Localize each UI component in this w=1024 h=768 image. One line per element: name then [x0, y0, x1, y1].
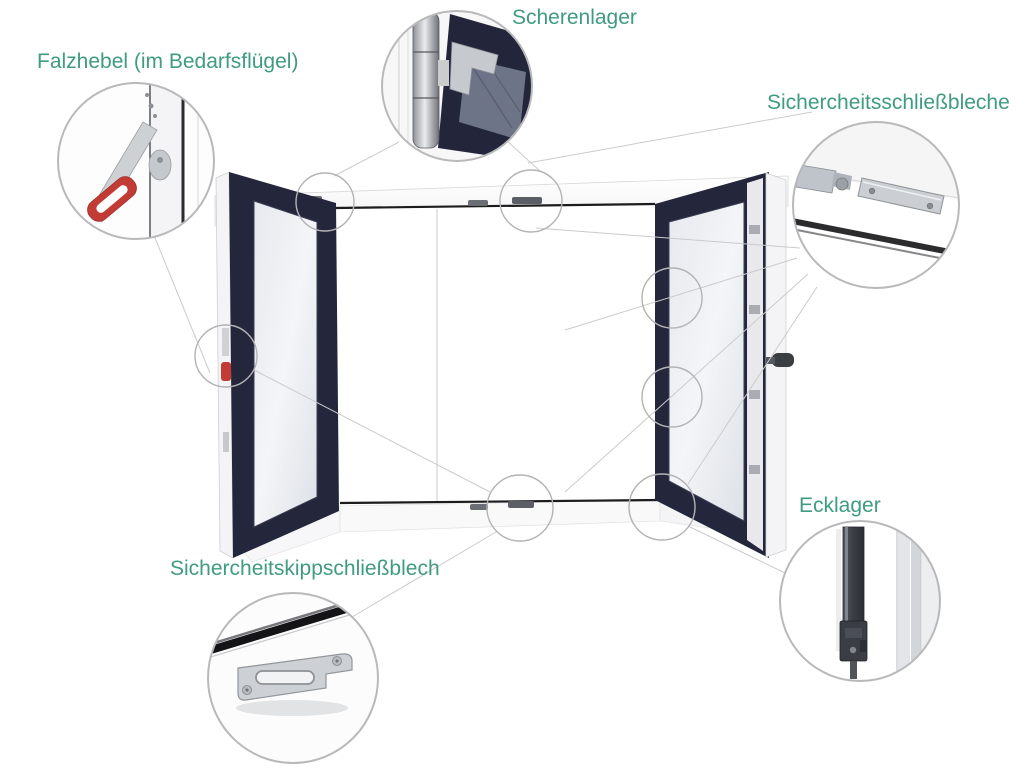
gasket-strip [208, 602, 358, 656]
screw-dot [926, 202, 934, 210]
callout-kippschliessblech-photo [207, 592, 379, 764]
window-handle-knob [772, 353, 794, 367]
strike-plate-long [857, 177, 945, 215]
marker-circle-right-upper [641, 267, 703, 329]
plate-highlight [862, 181, 942, 201]
connector-line [505, 139, 542, 173]
left-sash-glass [253, 200, 318, 528]
frame-profile-strip [898, 521, 910, 681]
label-ecklager: Ecklager [799, 494, 881, 517]
marker-circle-top-center [499, 169, 563, 233]
connector-line [152, 232, 211, 374]
hinge-barrel [412, 11, 440, 149]
marker-circle-left-sash [194, 324, 258, 388]
screw-dot [153, 114, 157, 118]
label-kippschliessblech: Sichercheitskippschließblech [170, 557, 440, 580]
ecklager-photo-content [780, 521, 940, 681]
gasket-strip [793, 218, 959, 257]
right-sash-fitting [749, 465, 760, 474]
right-sash-rebate-strip [747, 178, 763, 551]
marker-circle-top-left [295, 172, 355, 232]
frame-strike-plate [512, 197, 542, 204]
callout-ring [792, 121, 960, 289]
block-detail [845, 628, 862, 638]
gasket-highlight [208, 598, 357, 648]
callout-scherenlager-photo [381, 10, 533, 162]
right-sash [655, 172, 794, 558]
connector-line [564, 257, 798, 331]
bar-highlight [845, 527, 848, 625]
label-falzhebel: Falzhebel (im Bedarfsflügel) [37, 50, 299, 73]
label-scherenlager: Scherenlager [512, 6, 637, 29]
plate-slot [255, 670, 315, 685]
connector-line [333, 141, 400, 177]
locking-cam [835, 177, 849, 191]
callout-ring [381, 10, 533, 162]
connector-line [535, 227, 801, 249]
frame-strike-plate [470, 504, 488, 510]
marker-circle-bottom-right [628, 473, 696, 541]
lever-red-handle [87, 176, 137, 222]
frame-strike-plate [468, 200, 488, 206]
marker-circles [194, 169, 703, 542]
screw-dot [148, 103, 154, 109]
left-sash [215, 171, 339, 559]
bar-shadow [836, 529, 841, 651]
callout-ring [57, 82, 215, 240]
frame-inner-top-edge [334, 202, 656, 210]
connector-line [351, 531, 497, 618]
right-sash-glass [668, 201, 745, 522]
connector-line [564, 273, 809, 493]
hinge-leaf [438, 60, 449, 86]
hinge-pin [850, 661, 857, 679]
callout-ring [207, 592, 379, 764]
lever-pivot [148, 149, 172, 181]
frame-surface [793, 122, 959, 200]
kippschliessblech-photo-content [208, 593, 378, 763]
frame-sill-center [339, 499, 661, 533]
screw-dimple [245, 688, 249, 692]
connector-line [687, 286, 818, 485]
screw-dimple [335, 659, 339, 663]
right-sash-fitting [749, 225, 760, 234]
screw-dot [868, 187, 876, 195]
falzhebel-photo-content [58, 83, 214, 239]
left-sash-espagnolette [222, 328, 229, 356]
callout-ecklager-photo [779, 520, 941, 682]
callout-schliessbleche-photo [792, 121, 960, 289]
marker-circle-bottom-center [486, 474, 554, 542]
callout-falzhebel-photo [57, 82, 215, 240]
falzhebel-red-lever [221, 362, 231, 381]
left-sash-espagnolette [223, 432, 229, 452]
screw-dot [849, 646, 857, 654]
right-sash-fitting [749, 390, 760, 399]
right-sash-fitting [749, 305, 760, 314]
connector-lines [152, 111, 818, 618]
gasket-shadow-line [208, 612, 357, 660]
frame-strike-plate [508, 501, 534, 508]
frame-inner-bottom-edge [339, 498, 661, 505]
pivot-screw [157, 157, 163, 163]
gasket-shadow-line [793, 228, 959, 263]
window-handle-stem [766, 357, 775, 364]
screw-dot [145, 93, 149, 97]
callout-ring [779, 520, 941, 682]
connector-line [253, 369, 491, 493]
schliessbleche-photo-content [793, 122, 959, 288]
scherenlager-photo-content [382, 11, 532, 161]
plate-shadow [236, 700, 348, 716]
fabric-texture-line [471, 65, 513, 129]
label-schliessbleche: Sichercheitsschließbleche [767, 91, 1010, 114]
marker-circle-right-lower [641, 366, 703, 428]
connector-line [687, 525, 788, 575]
hinge-corner-piece [449, 41, 499, 96]
connector-line [527, 111, 813, 164]
block-notch [860, 640, 867, 652]
frame-profile-strip [911, 521, 921, 681]
